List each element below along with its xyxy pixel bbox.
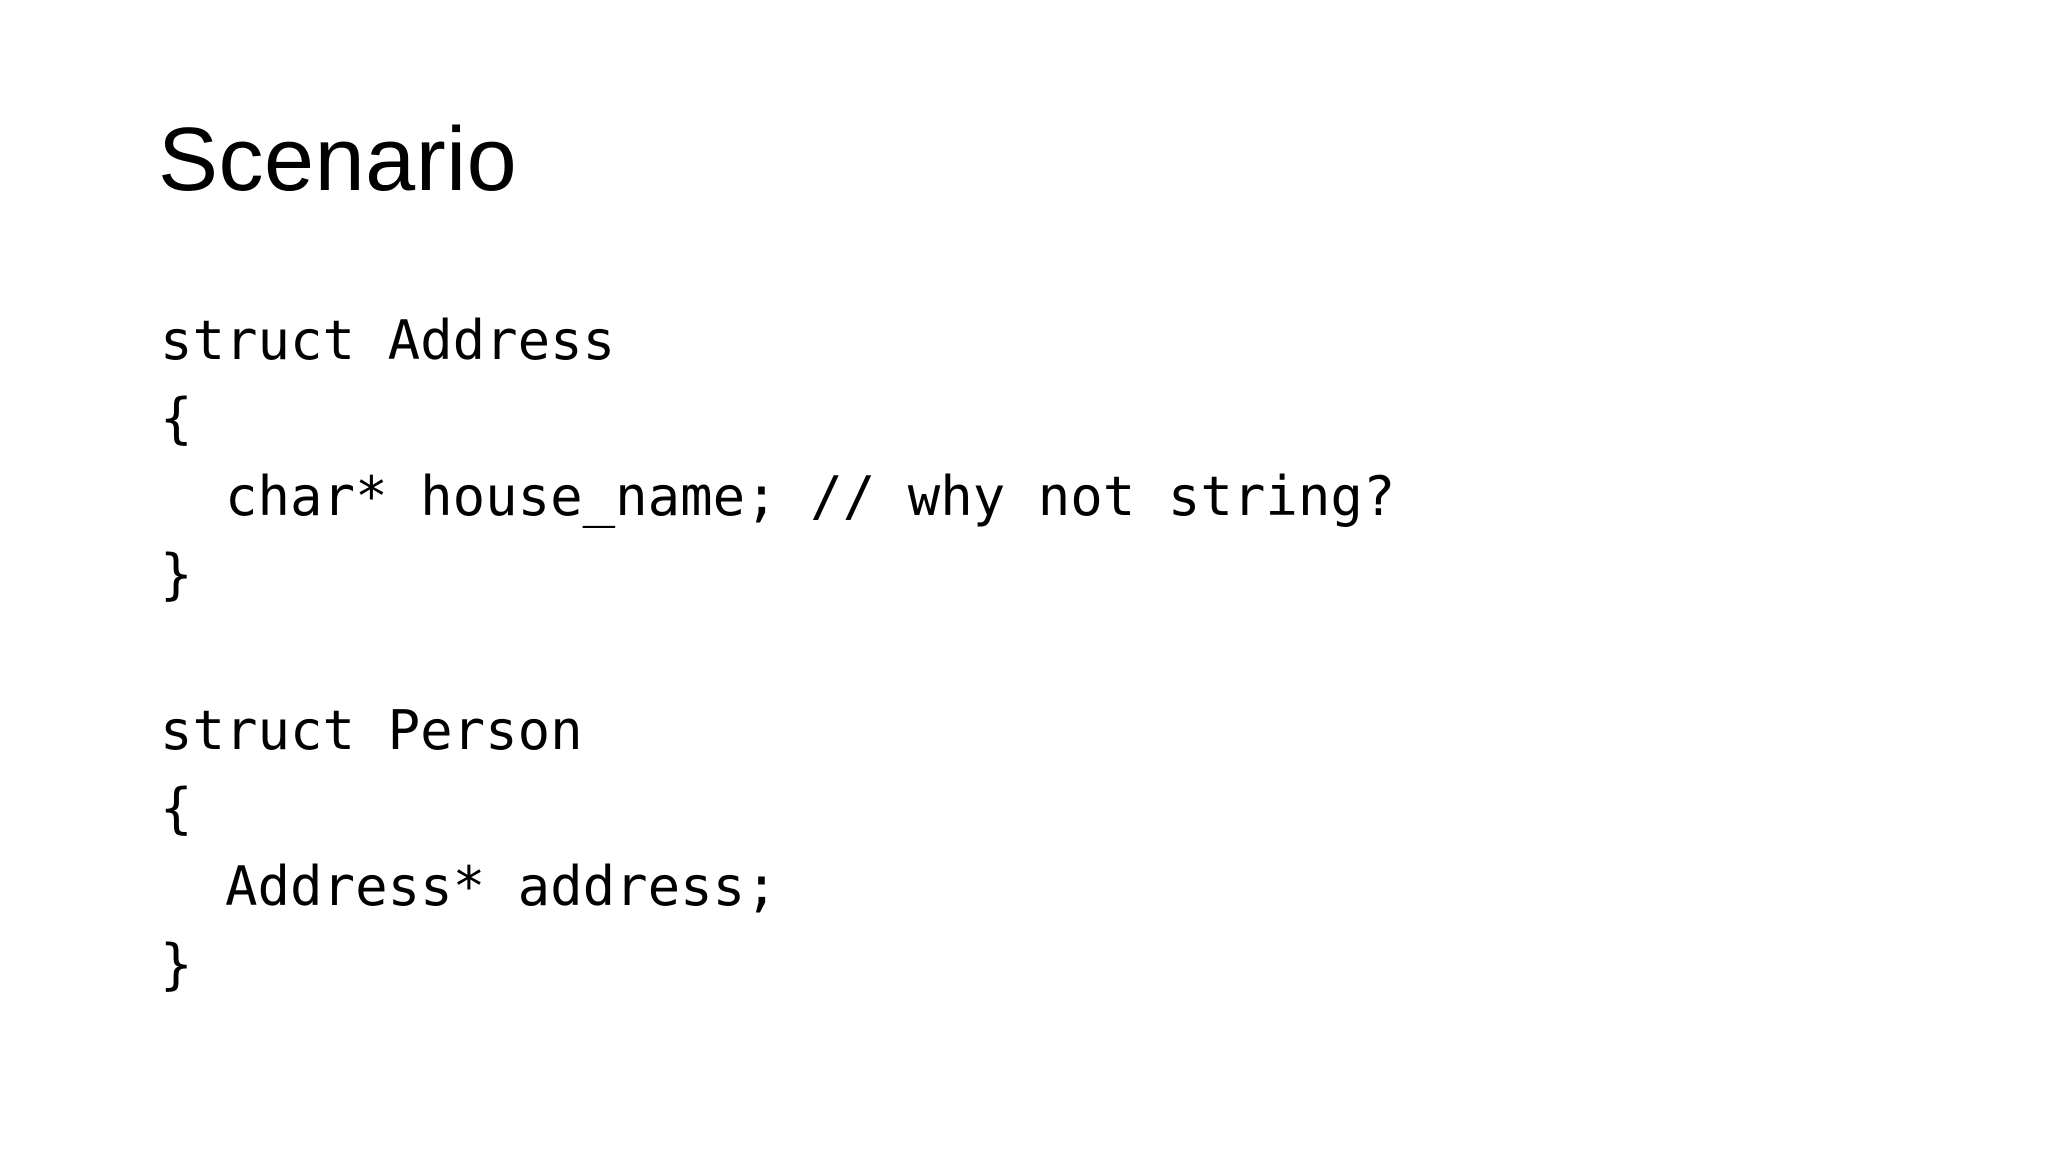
code-line: } (160, 543, 193, 606)
code-line: { (160, 387, 193, 450)
code-line: struct Person (160, 699, 583, 762)
code-line: Address* address; (160, 855, 778, 918)
code-line: { (160, 777, 193, 840)
code-block-struct-address: struct Address { char* house_name; // why… (160, 302, 1395, 614)
code-line: char* house_name; // why not string? (160, 465, 1396, 528)
code-line: struct Address (160, 309, 616, 372)
code-area: struct Address { char* house_name; // why… (160, 302, 1395, 1004)
slide-title: Scenario (158, 110, 518, 210)
code-line: } (160, 933, 193, 996)
code-block-struct-person: struct Person { Address* address;} (160, 692, 1395, 1004)
